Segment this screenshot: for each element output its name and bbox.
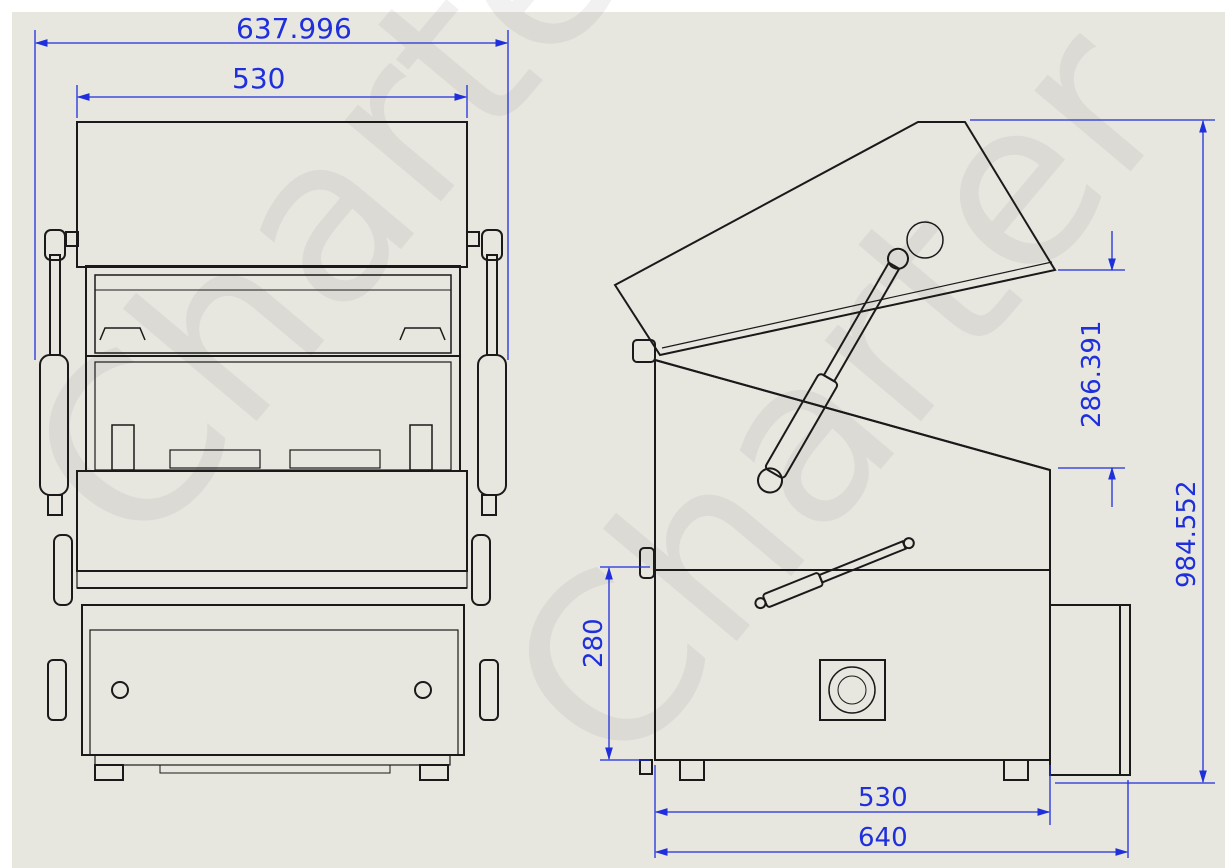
dim-body-width: 530 xyxy=(232,62,285,95)
dim-lid-height: 286.391 xyxy=(1077,320,1107,428)
side-dimensions xyxy=(600,119,1215,858)
dim-total-height: 984.552 xyxy=(1172,480,1202,588)
side-view xyxy=(613,121,1131,781)
dim-overall-width: 637.996 xyxy=(236,12,352,45)
dim-body-depth: 530 xyxy=(858,783,908,813)
dim-lower-height: 280 xyxy=(579,618,609,668)
side-lid-open xyxy=(613,121,1057,357)
front-dimensions xyxy=(34,30,509,360)
front-view xyxy=(39,121,507,781)
dim-overall-depth: 640 xyxy=(858,823,908,853)
paper-sheet xyxy=(12,12,1225,868)
